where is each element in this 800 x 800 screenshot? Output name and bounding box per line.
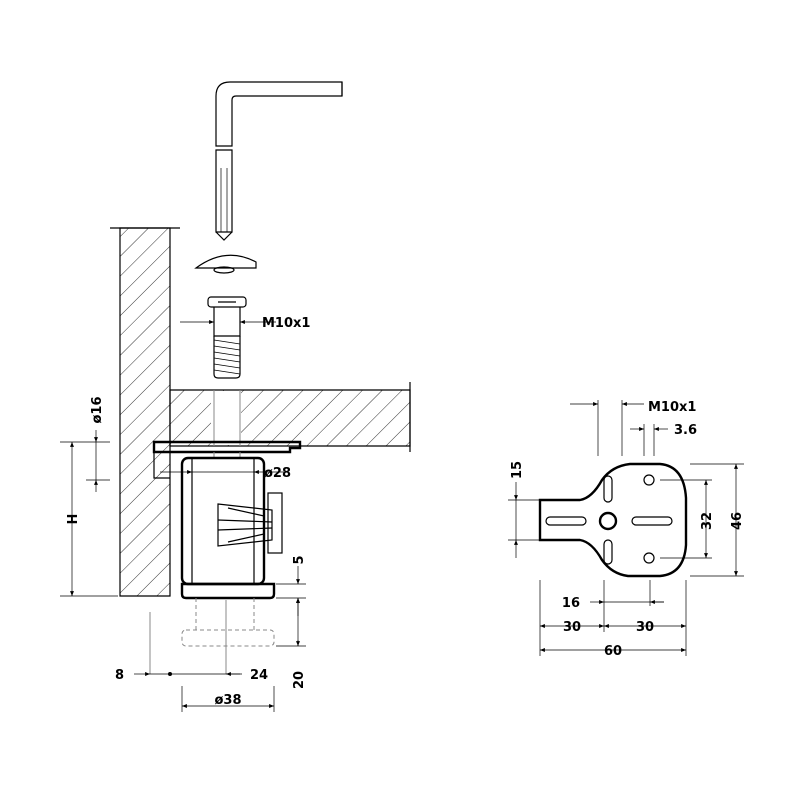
label-dim-24: 24 [250, 668, 268, 683]
dim-thread-right: M10x1 [570, 400, 696, 456]
dim-32: 32 [660, 479, 715, 559]
corner-hole [643, 474, 655, 486]
side-section-view: ø16 H M10x1 ø28 5 [60, 81, 411, 712]
dim-15: 15 [508, 461, 540, 558]
mounting-plate-outline [538, 462, 688, 578]
dim-horizontal-bottom: 16 30 30 60 [539, 580, 687, 659]
dim-diameter-28: ø28 [160, 466, 291, 481]
center-hole [598, 511, 618, 531]
label-height-h: H [66, 514, 81, 525]
dim-46: 46 [690, 463, 745, 577]
label-diameter-16: ø16 [90, 396, 105, 423]
leg-foot [180, 582, 276, 600]
corner-hole [643, 552, 655, 564]
label-dim-20: 20 [292, 671, 307, 689]
label-dim-16: 16 [562, 596, 580, 611]
label-dim-46: 46 [730, 512, 745, 530]
dim-thread-left: M10x1 [180, 316, 310, 331]
allen-key [215, 81, 343, 241]
shelf-panel [169, 389, 411, 447]
label-dim-60: 60 [604, 644, 622, 659]
label-dim-5: 5 [292, 555, 307, 564]
dim-3-6: 3.6 [630, 423, 697, 456]
side-wall [119, 227, 171, 597]
dim-diameter-38: ø38 [181, 686, 275, 712]
label-dim-30-left: 30 [563, 620, 581, 635]
label-dim-8: 8 [115, 668, 124, 683]
label-dim-30-right: 30 [636, 620, 654, 635]
label-diameter-38: ø38 [214, 693, 241, 708]
plate-top-view: M10x1 3.6 15 32 [508, 400, 745, 659]
dim-5: 5 [276, 555, 307, 616]
label-diameter-28: ø28 [264, 466, 291, 481]
label-thread-left: M10x1 [262, 316, 310, 331]
label-dim-32: 32 [700, 512, 715, 530]
m10-bolt [207, 296, 247, 379]
label-dim-3-6: 3.6 [674, 423, 697, 438]
label-dim-15: 15 [510, 461, 525, 479]
dim-diameter-16: ø16 [86, 396, 110, 492]
dim-height-h: H [60, 441, 118, 597]
cover-cap [194, 254, 257, 274]
dim-8-24: 8 24 [115, 668, 268, 683]
label-thread-right: M10x1 [648, 400, 696, 415]
foot-extended-position [149, 598, 275, 674]
plate-slots [545, 475, 673, 565]
dim-20: 20 [276, 598, 307, 689]
